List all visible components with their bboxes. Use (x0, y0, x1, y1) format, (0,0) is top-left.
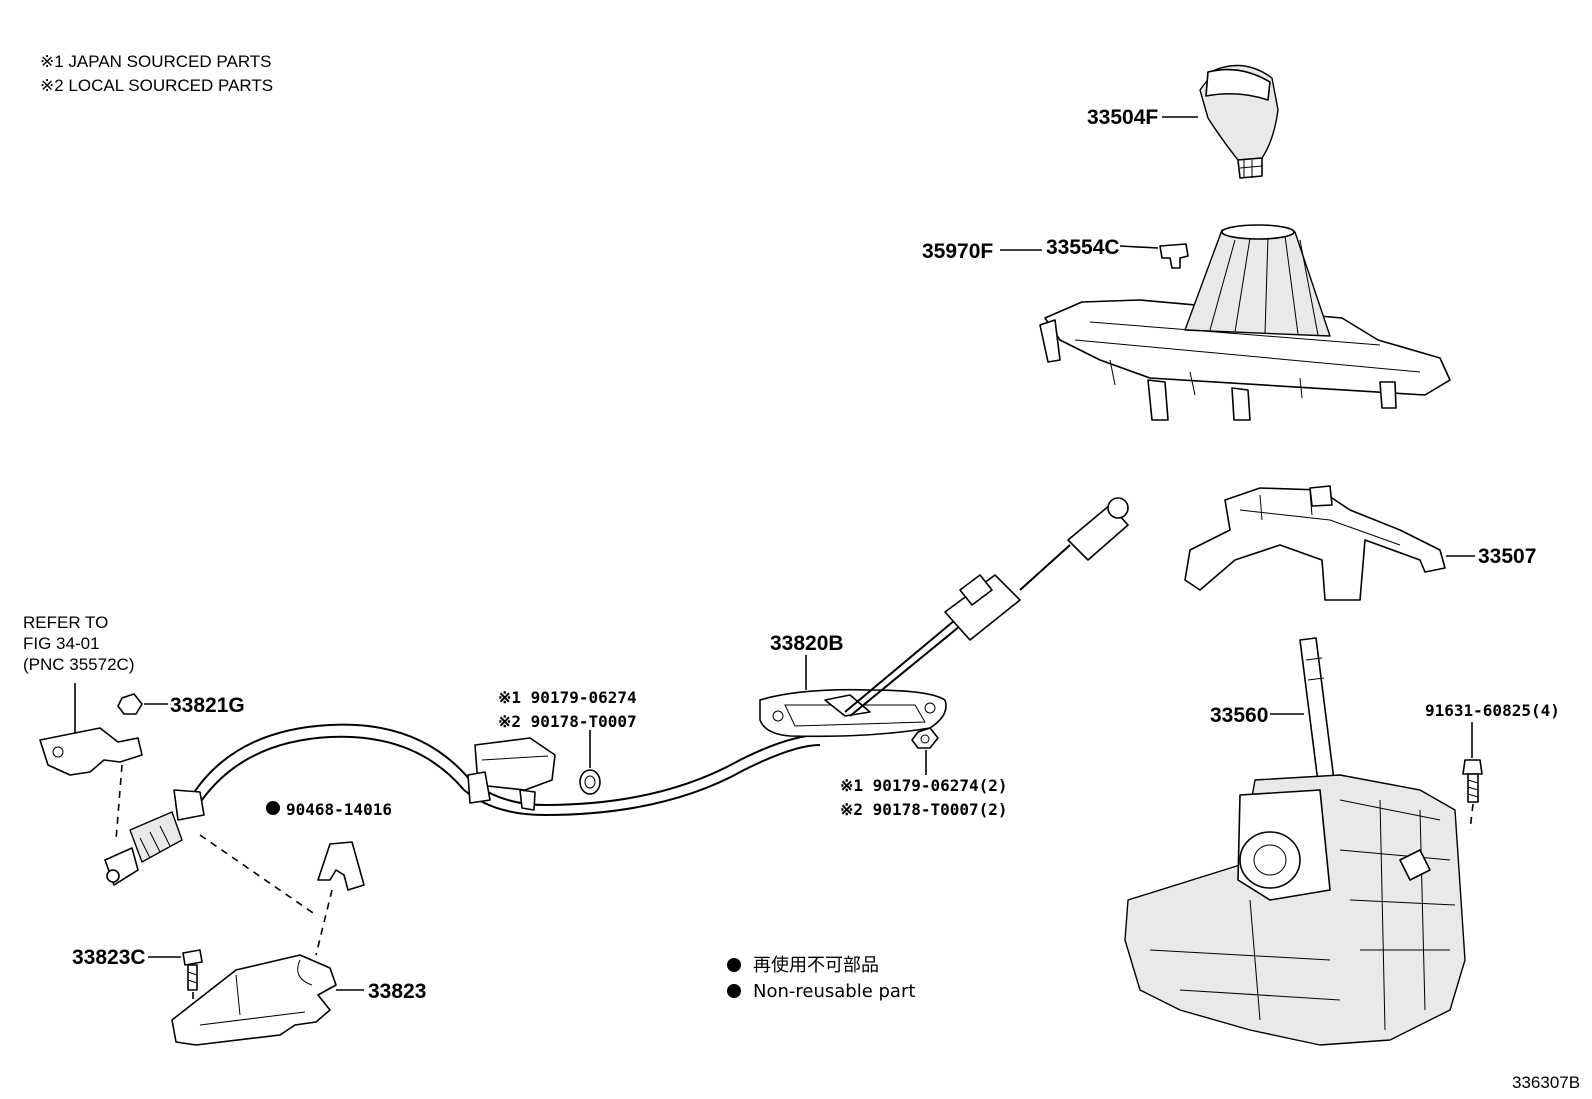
non-reusable-marker-90468 (266, 801, 280, 815)
legend-non-reusable-en: Non-reusable part (753, 981, 915, 1002)
cable-bracket-left (39, 727, 143, 776)
bracket-33823 (171, 954, 337, 1046)
code-90178-T0007: ※2 90178-T0007 (498, 712, 637, 731)
shift-knob (1199, 64, 1279, 179)
label-33554C: 33554C (1046, 236, 1120, 259)
refer-line-1: REFER TO (23, 613, 108, 632)
clip-90468 (317, 841, 365, 891)
label-33504F: 33504F (1087, 106, 1158, 129)
label-91631-60825: 91631-60825(4) (1425, 701, 1560, 720)
label-33820B: 33820B (770, 632, 844, 655)
note-local-sourced: ※2 LOCAL SOURCED PARTS (40, 76, 273, 95)
label-33507: 33507 (1478, 545, 1536, 568)
bolt-33823C (182, 949, 203, 991)
shift-boot-console (1039, 224, 1451, 421)
code-90179-06274-x2: ※1 90179-06274(2) (840, 776, 1008, 795)
code-90179-06274: ※1 90179-06274 (498, 688, 637, 707)
shift-cable (104, 497, 1129, 886)
legend-bullet-en (727, 984, 741, 998)
shift-bracket (1184, 485, 1446, 601)
clip-33554C (1159, 243, 1189, 269)
refer-line-2: FIG 34-01 (23, 634, 100, 653)
label-33823: 33823 (368, 980, 426, 1003)
label-35970F: 35970F (922, 240, 993, 263)
shift-lever-assembly (1124, 637, 1466, 1046)
label-90468-14016: 90468-14016 (286, 800, 392, 819)
label-33560: 33560 (1210, 704, 1268, 727)
nut-33821G (117, 693, 143, 715)
nut-cable-bracket (579, 769, 601, 795)
note-japan-sourced: ※1 JAPAN SOURCED PARTS (40, 52, 272, 71)
legend-non-reusable-jp: 再使用不可部品 (753, 955, 879, 976)
code-90178-T0007-x2: ※2 90178-T0007(2) (840, 800, 1008, 819)
label-33821G: 33821G (170, 694, 245, 717)
nut-grommet (911, 727, 939, 749)
legend-bullet-jp (727, 958, 741, 972)
refer-line-3: (PNC 35572C) (23, 655, 135, 674)
figure-id: 336307B (1512, 1073, 1580, 1092)
label-33823C: 33823C (72, 946, 146, 969)
bolt-91631 (1462, 759, 1483, 803)
